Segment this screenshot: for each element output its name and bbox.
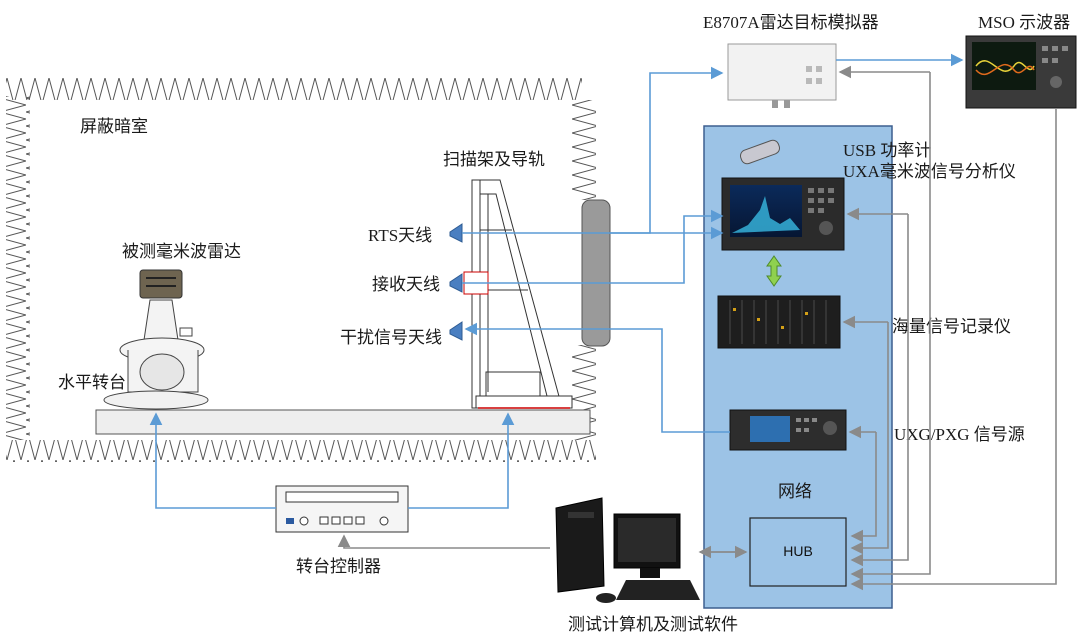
signal-analyzer-device: [721, 177, 845, 251]
jam-antenna-label: 干扰信号天线: [340, 328, 442, 347]
hub-device: HUB: [749, 517, 847, 587]
dut-radar-device: [139, 269, 183, 299]
feedthrough-panel: [581, 199, 611, 347]
absorber-bottom: [6, 440, 596, 462]
jam-antenna-icon: [449, 321, 463, 341]
dut-radar-label: 被测毫米波雷达: [122, 242, 241, 261]
absorber-left: [6, 96, 30, 440]
power-meter-label: USB 功率计: [843, 141, 931, 160]
turntable-mount: [143, 299, 179, 341]
turntable-label: 水平转台: [58, 373, 126, 392]
usb-power-meter: [740, 139, 780, 165]
radar-simulator-device: [727, 43, 837, 108]
rx-antenna-icon: [449, 273, 463, 293]
rf-connections: [149, 53, 964, 509]
oscilloscope-device: [965, 35, 1077, 109]
scan-frame-label: 扫描架及导轨: [443, 150, 545, 169]
turntable-controller-label: 转台控制器: [296, 557, 381, 576]
test-pc-label: 测试计算机及测试软件: [568, 615, 738, 634]
test-pc-device: [555, 497, 700, 603]
dut-radar-assembly: 被测毫米波雷达 水平转台: [58, 242, 241, 410]
absorber-right-upper: [572, 100, 596, 200]
bidirectional-arrow-icon: [766, 255, 782, 287]
oscilloscope-label: MSO 示波器: [978, 13, 1070, 32]
absorber-top: [6, 78, 582, 100]
scan-rail: [475, 395, 573, 409]
rts-antenna-icon: [449, 223, 463, 243]
chamber-floor: [95, 409, 591, 435]
control-connections: [337, 65, 1057, 591]
rts-antenna-label: RTS天线: [368, 226, 432, 245]
turntable-controller-device: [275, 485, 409, 533]
signal-source-label: UXG/PXG 信号源: [894, 425, 1025, 444]
shielded-room-label: 屏蔽暗室: [80, 117, 148, 136]
radar-simulator-label: E8707A雷达目标模拟器: [703, 13, 879, 32]
turntable-base: [103, 390, 209, 410]
signal-recorder-device: [717, 295, 841, 349]
hub-label: HUB: [783, 543, 813, 559]
scan-frame-assembly: 扫描架及导轨 RTS天线 接收天线 干扰信号天线: [340, 150, 573, 409]
rx-antenna-label: 接收天线: [372, 275, 440, 294]
network-label: 网络: [778, 482, 812, 501]
recorder-label: 海量信号记录仪: [892, 317, 1011, 336]
signal-source-device: [729, 409, 847, 451]
